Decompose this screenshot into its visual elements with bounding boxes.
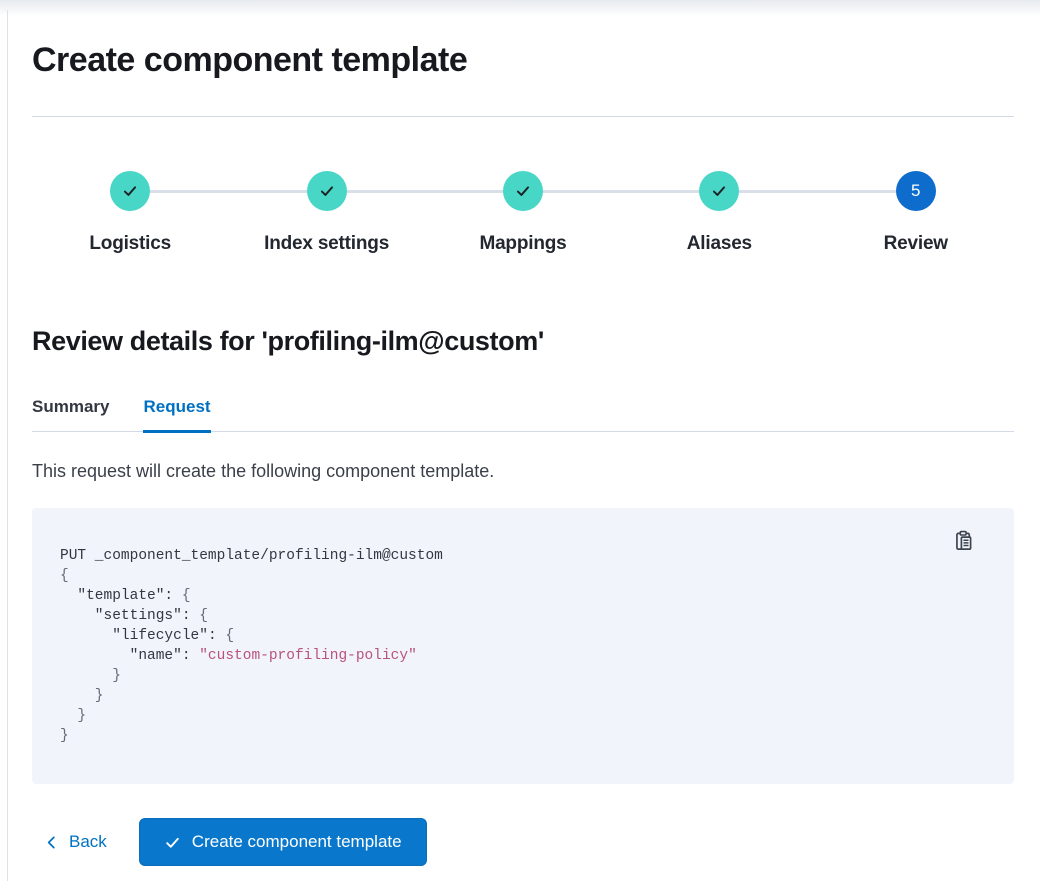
step-label: Mappings [479, 233, 567, 254]
code-line: } [60, 668, 121, 684]
code-line: "template": { [60, 588, 191, 604]
stepper-step-mappings[interactable]: Mappings [425, 171, 621, 255]
copy-button[interactable] [951, 528, 976, 553]
back-button[interactable]: Back [32, 832, 113, 852]
step-label: Aliases [686, 233, 752, 254]
tab-request[interactable]: Request [143, 397, 211, 433]
step-circle-complete[interactable] [699, 171, 740, 211]
code-line: "lifecycle": { [60, 628, 235, 644]
wizard-stepper: Logistics Index settings Mappings Aliase… [32, 171, 1014, 275]
step-number: 5 [911, 181, 921, 200]
review-details-heading: Review details for 'profiling-ilm@custom… [32, 326, 544, 356]
code-line: { [60, 568, 69, 584]
create-button-label: Create component template [191, 832, 402, 851]
stepper-step-review[interactable]: 5 Review [818, 171, 1014, 255]
stepper-step-index-settings[interactable]: Index settings [228, 171, 424, 255]
step-circle-active[interactable]: 5 [895, 171, 936, 211]
stepper-step-aliases[interactable]: Aliases [621, 171, 817, 255]
step-label: Logistics [89, 233, 171, 254]
check-icon [514, 182, 532, 200]
code-line: "settings": { [60, 608, 208, 624]
request-code: PUT _component_template/profiling-ilm@cu… [60, 546, 944, 746]
back-label: Back [69, 832, 107, 851]
step-label: Index settings [264, 233, 390, 254]
code-line: PUT _component_template/profiling-ilm@cu… [60, 548, 443, 564]
step-circle-complete[interactable] [110, 171, 151, 211]
page-title: Create component template [32, 41, 468, 79]
copy-clipboard-icon [953, 530, 974, 551]
check-icon [318, 182, 336, 200]
title-divider [32, 116, 1014, 117]
code-line: } [60, 708, 87, 724]
request-code-panel: PUT _component_template/profiling-ilm@cu… [32, 508, 1014, 784]
check-icon [710, 182, 728, 200]
tab-summary[interactable]: Summary [32, 397, 110, 416]
code-line: "name": "custom-profiling-policy" [60, 648, 417, 664]
wizard-footer: Back Create component template [32, 818, 1014, 866]
review-tabs: Summary Request [32, 397, 1014, 433]
code-line: } [60, 728, 69, 744]
check-icon [164, 834, 181, 851]
step-circle-complete[interactable] [502, 171, 543, 211]
step-circle-complete[interactable] [306, 171, 347, 211]
stepper-step-logistics[interactable]: Logistics [32, 171, 228, 255]
request-description: This request will create the following c… [32, 461, 495, 481]
step-label: Review [883, 233, 948, 254]
chevron-left-icon [44, 835, 59, 850]
create-component-template-button[interactable]: Create component template [138, 818, 427, 866]
check-icon [121, 182, 139, 200]
code-line: } [60, 688, 104, 704]
